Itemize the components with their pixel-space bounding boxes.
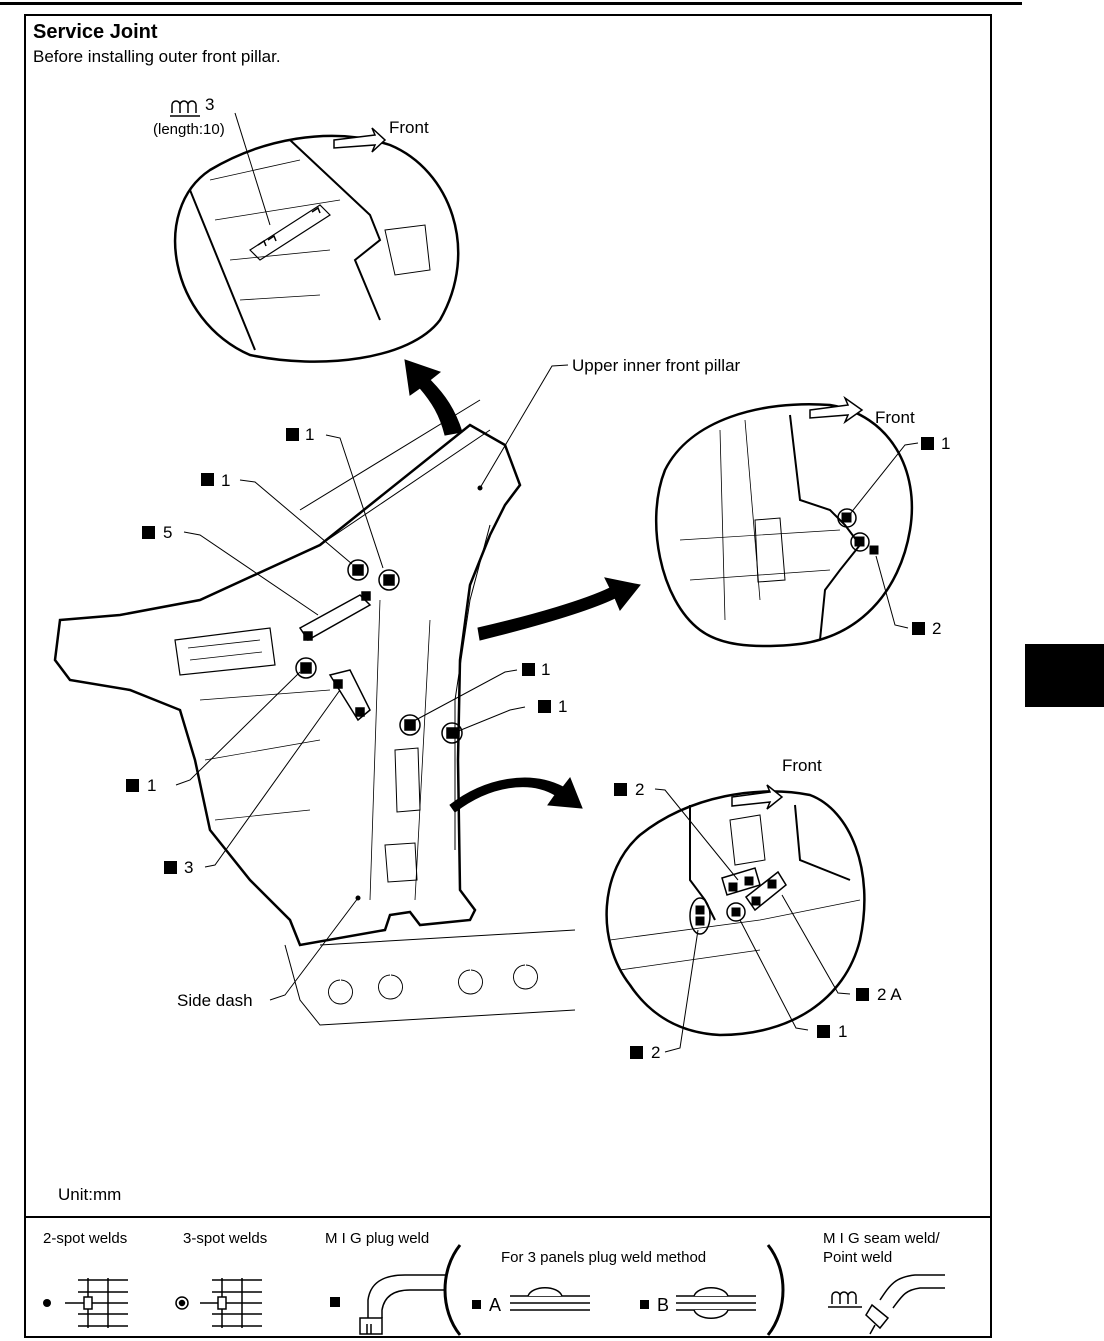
- bottom-callout-bottom: 2: [651, 1043, 661, 1062]
- plug-method-a-icon: [472, 1287, 590, 1311]
- legend-graphics: [43, 1244, 945, 1336]
- left-paren: [443, 1244, 462, 1336]
- right-detail-view: [654, 395, 919, 648]
- three-spot-weld-icon: [175, 1278, 262, 1328]
- right-callout-bottom: 2: [932, 619, 942, 638]
- bottom-callout-top: 2: [635, 780, 645, 799]
- page-title: Service Joint: [33, 21, 158, 43]
- page-frame: [24, 14, 992, 1338]
- bottom-callout-1: 1: [838, 1022, 848, 1041]
- main-assembly: [53, 399, 576, 1026]
- legend-mig-seam-2: Point weld: [823, 1249, 893, 1266]
- two-spot-weld-icon: [65, 1278, 128, 1328]
- callout-main-a: 1: [305, 425, 315, 444]
- upper-inner-front-pillar-label: Upper inner front pillar: [572, 356, 741, 375]
- legend-separator: [24, 1216, 992, 1218]
- legend-mig-plug: M I G plug weld: [325, 1230, 430, 1247]
- top-front-label: Front: [389, 118, 429, 137]
- main-callout-squares: [126, 428, 551, 874]
- top-length-note: (length:10): [153, 121, 225, 138]
- legend-method-b: B: [657, 1295, 670, 1315]
- top-weld-count: 3: [205, 95, 215, 114]
- bottom-detail-view: [605, 784, 866, 1053]
- callout-main-b: 1: [221, 471, 231, 490]
- plug-method-b-icon: [640, 1287, 756, 1319]
- bottom-front-label: Front: [782, 756, 822, 775]
- dot-icon: [43, 1299, 51, 1307]
- callout-main-d: 1: [147, 776, 157, 795]
- arrow-to-right-detail: [477, 577, 641, 641]
- legend-3-spot: 3-spot welds: [183, 1230, 268, 1247]
- mig-plug-weld-icon: [330, 1274, 445, 1335]
- top-rule: [0, 2, 1022, 5]
- right-callout-squares: [912, 437, 934, 635]
- callout-main-g: 3: [184, 858, 194, 877]
- legend-mig-seam-1: M I G seam weld/: [823, 1230, 940, 1247]
- main-leader-lines: [175, 364, 569, 1001]
- mig-seam-icon: [170, 100, 200, 117]
- bottom-callout-squares: [614, 783, 869, 1059]
- top-detail-view: [173, 112, 460, 363]
- arrow-to-bottom-detail: [449, 777, 583, 813]
- legend-2-spot: 2-spot welds: [43, 1230, 128, 1247]
- mig-seam-point-weld-icon: [828, 1274, 945, 1335]
- side-dash-label: Side dash: [177, 991, 253, 1010]
- arrow-to-top-detail: [404, 359, 463, 436]
- right-front-label: Front: [875, 408, 915, 427]
- callout-main-c: 5: [163, 523, 173, 542]
- page-subtitle: Before installing outer front pillar.: [33, 47, 281, 66]
- right-callout-top: 1: [941, 434, 951, 453]
- section-tab: [1025, 644, 1104, 707]
- right-paren: [766, 1244, 785, 1336]
- callout-main-f: 1: [558, 697, 568, 716]
- main-weld-marks: [295, 559, 463, 744]
- bottom-callout-2a: 2 A: [877, 985, 902, 1004]
- legend-three-panel: For 3 panels plug weld method: [501, 1249, 707, 1266]
- callout-main-e: 1: [541, 660, 551, 679]
- legend-method-a: A: [489, 1295, 502, 1315]
- unit-label: Unit:mm: [58, 1185, 122, 1204]
